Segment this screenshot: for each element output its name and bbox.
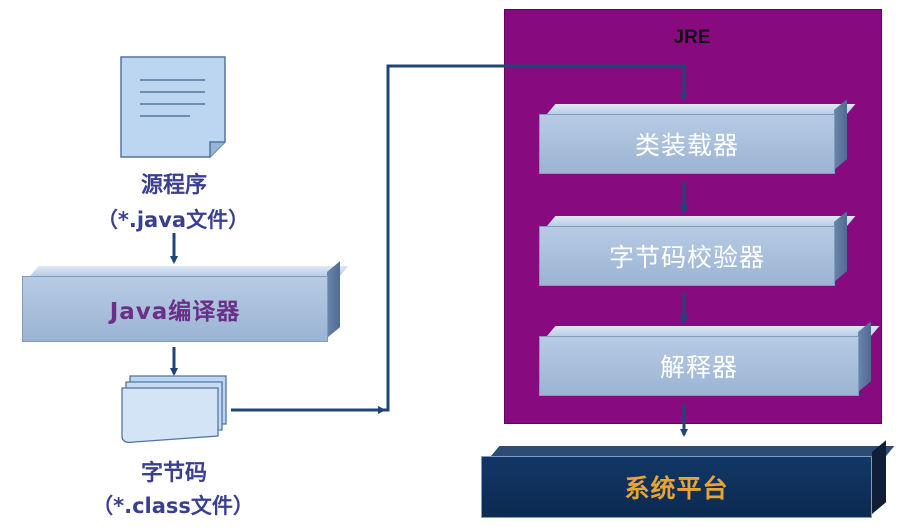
interpreter-label: 解释器	[539, 336, 859, 396]
bytecode-verifier-block: 字节码校验器	[539, 211, 856, 286]
java-compiler-block: Java编译器	[22, 261, 349, 342]
java-compiler-label: Java编译器	[22, 276, 328, 342]
system-platform-label: 系统平台	[481, 456, 872, 518]
interpreter-block: 解释器	[539, 321, 880, 396]
bytecode-name: 字节码	[140, 461, 207, 486]
class-loader-label: 类装载器	[539, 114, 835, 174]
system-platform-block: 系统平台	[481, 440, 895, 518]
class-files-icon	[121, 375, 227, 444]
document-icon	[120, 56, 226, 158]
jre-title: JRE	[673, 27, 711, 48]
source-name: 源程序	[140, 173, 207, 198]
source-ext: （*.java文件）	[96, 208, 250, 232]
class-loader-block: 类装载器	[539, 99, 856, 174]
bytecode-verifier-label: 字节码校验器	[539, 226, 835, 286]
bytecode-ext: （*.class文件）	[92, 494, 254, 518]
arrow-bytecode-to-jre	[231, 64, 688, 412]
